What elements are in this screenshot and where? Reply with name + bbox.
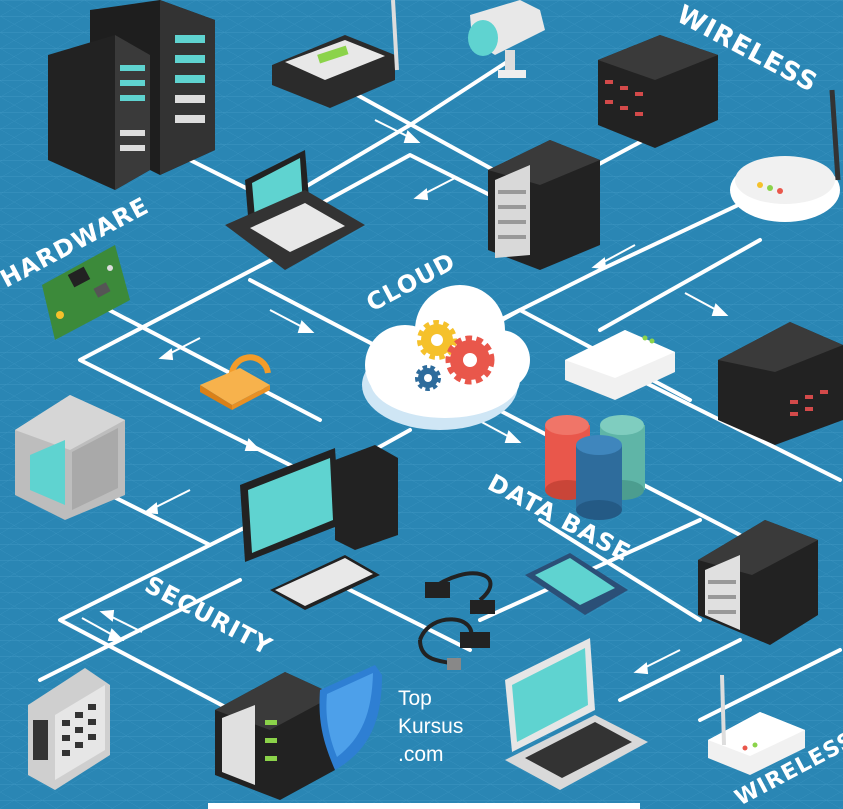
smartphone-icon bbox=[525, 553, 628, 615]
server-box-icon bbox=[598, 35, 718, 148]
database-icon bbox=[545, 415, 645, 520]
server-rack-icon bbox=[48, 0, 215, 190]
access-point-icon bbox=[708, 674, 805, 775]
watermark-line-2: Kursus bbox=[398, 715, 463, 738]
desktop-computer-icon bbox=[240, 445, 398, 610]
padlock-icon bbox=[200, 354, 271, 410]
watermark-line-1: Top bbox=[398, 687, 432, 710]
keypad-icon bbox=[28, 668, 110, 790]
server-tower-icon bbox=[488, 140, 600, 270]
flow-arrows bbox=[81, 119, 729, 675]
server-tower-right-icon bbox=[698, 520, 818, 645]
shield-icon bbox=[319, 665, 382, 770]
gear-icon-blue bbox=[415, 365, 441, 391]
laptop-bottom-icon bbox=[505, 638, 648, 790]
modem-icon bbox=[565, 330, 675, 400]
router-icon bbox=[272, 0, 399, 108]
cable-adapter-icon bbox=[418, 571, 495, 670]
wifi-router-icon bbox=[730, 89, 841, 222]
security-camera-icon bbox=[468, 0, 545, 78]
watermark-line-3: .com bbox=[398, 743, 444, 766]
gear-icon-red bbox=[445, 335, 495, 385]
gear-icon-yellow bbox=[417, 320, 457, 360]
crt-monitor-icon bbox=[15, 395, 125, 520]
circuit-board-icon bbox=[42, 245, 130, 340]
bottom-bar bbox=[208, 803, 640, 809]
server-box-right-icon bbox=[718, 322, 843, 445]
laptop-icon bbox=[225, 150, 365, 270]
secure-server-icon bbox=[215, 672, 335, 800]
